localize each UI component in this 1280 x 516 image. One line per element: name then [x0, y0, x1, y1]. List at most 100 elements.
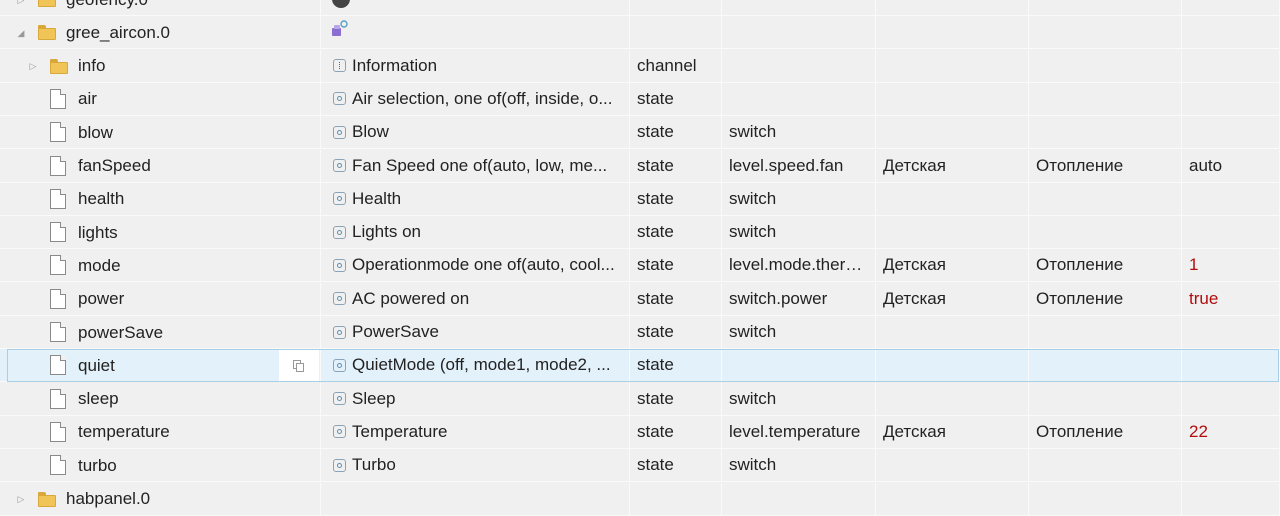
name-cell[interactable]: Temperature: [321, 415, 630, 449]
name-cell[interactable]: AC powered on: [321, 282, 630, 316]
name-cell[interactable]: Operationmode one of(auto, cool...: [321, 249, 630, 283]
id-cell[interactable]: fanSpeed: [0, 149, 321, 183]
state-icon: [333, 125, 346, 139]
value-cell[interactable]: true: [1182, 282, 1280, 316]
id-cell[interactable]: mode: [0, 249, 321, 283]
value-cell[interactable]: [1182, 349, 1280, 383]
role-cell-text: switch: [729, 188, 777, 208]
value-cell[interactable]: auto: [1182, 149, 1280, 183]
id-cell[interactable]: ▷ geofency.0: [0, 0, 321, 16]
expand-toggle-icon[interactable]: ▷: [29, 61, 37, 72]
name-cell[interactable]: Sleep: [321, 382, 630, 416]
id-cell[interactable]: turbo: [0, 449, 321, 483]
role-cell: level.mode.thermos: [722, 249, 876, 283]
name-cell[interactable]: Air selection, one of(off, inside, o...: [321, 82, 630, 116]
object-name: Blow: [352, 122, 389, 142]
value-cell[interactable]: 22: [1182, 415, 1280, 449]
id-cell[interactable]: powerSave: [0, 316, 321, 349]
type-cell: state: [630, 316, 722, 349]
function-cell-text: Отопление: [1036, 421, 1124, 441]
function-cell: [1029, 349, 1182, 383]
name-cell[interactable]: [321, 0, 630, 16]
id-cell[interactable]: blow: [0, 116, 321, 150]
id-cell[interactable]: temperature: [0, 415, 321, 449]
name-cell[interactable]: Blow: [321, 116, 630, 150]
value-cell-text: 22: [1189, 421, 1208, 441]
id-cell[interactable]: ◢gree_aircon.0: [0, 16, 321, 50]
function-cell: Отопление: [1029, 282, 1182, 316]
type-cell: state: [630, 282, 722, 316]
role-cell: switch: [722, 182, 876, 216]
value-cell[interactable]: [1182, 16, 1280, 50]
geofency-adapter-icon: [332, 0, 350, 8]
gree-adapter-icon: [330, 20, 350, 40]
name-cell[interactable]: Turbo: [321, 449, 630, 483]
value-cell[interactable]: [1182, 482, 1280, 516]
tree-row[interactable]: ▷habpanel.0: [0, 482, 1280, 516]
value-cell[interactable]: [1182, 0, 1280, 16]
function-cell: [1029, 116, 1182, 150]
name-cell[interactable]: Lights on: [321, 216, 630, 250]
function-cell: [1029, 0, 1182, 16]
object-name: Sleep: [352, 388, 396, 408]
value-cell[interactable]: [1182, 182, 1280, 216]
value-cell[interactable]: [1182, 49, 1280, 83]
tree-row[interactable]: ▷ geofency.0: [0, 0, 1280, 16]
type-cell-text: state: [637, 388, 674, 408]
role-cell-text: switch: [729, 455, 777, 475]
name-cell[interactable]: Fan Speed one of(auto, low, me...: [321, 149, 630, 183]
id-cell[interactable]: health: [0, 182, 321, 216]
room-cell-text: Детская: [883, 288, 946, 308]
name-cell[interactable]: [321, 16, 630, 50]
name-cell[interactable]: PowerSave: [321, 316, 630, 349]
value-cell[interactable]: [1182, 382, 1280, 416]
role-cell-text: level.temperature: [729, 421, 861, 441]
expand-toggle-icon[interactable]: ▷: [17, 494, 25, 504]
id-cell[interactable]: air: [0, 82, 321, 116]
id-cell[interactable]: ▷info: [0, 49, 321, 83]
role-cell: switch: [722, 449, 876, 483]
id-cell[interactable]: quiet: [0, 349, 321, 383]
object-id: geofency.0: [66, 0, 148, 15]
id-cell[interactable]: sleep: [0, 382, 321, 416]
room-cell: Детская: [876, 282, 1029, 316]
role-cell: [722, 349, 876, 383]
function-cell: [1029, 16, 1182, 50]
value-cell[interactable]: [1182, 316, 1280, 349]
value-cell[interactable]: [1182, 449, 1280, 483]
value-cell[interactable]: [1182, 116, 1280, 150]
id-cell[interactable]: ▷habpanel.0: [0, 482, 321, 516]
name-cell[interactable]: QuietMode (off, mode1, mode2, ...: [321, 349, 630, 383]
collapse-toggle-icon[interactable]: ◢: [17, 27, 25, 38]
value-cell[interactable]: 1: [1182, 249, 1280, 283]
tree-row[interactable]: ◢gree_aircon.0: [0, 16, 1280, 50]
expand-toggle-icon[interactable]: ▷: [16, 0, 26, 6]
function-cell: [1029, 49, 1182, 83]
copy-id-button[interactable]: [279, 349, 319, 382]
object-id: temperature: [78, 422, 170, 442]
value-cell[interactable]: [1182, 82, 1280, 116]
value-cell[interactable]: [1182, 216, 1280, 250]
id-cell[interactable]: lights: [0, 216, 321, 250]
role-cell-text: level.speed.fan: [729, 155, 844, 175]
name-cell[interactable]: Health: [321, 182, 630, 216]
id-cell[interactable]: power: [0, 282, 321, 316]
room-cell-text: Детская: [883, 255, 946, 275]
name-cell[interactable]: [321, 482, 630, 516]
object-name: Temperature: [352, 421, 448, 441]
name-cell[interactable]: Information: [321, 49, 630, 83]
role-cell: level.temperature: [722, 415, 876, 449]
